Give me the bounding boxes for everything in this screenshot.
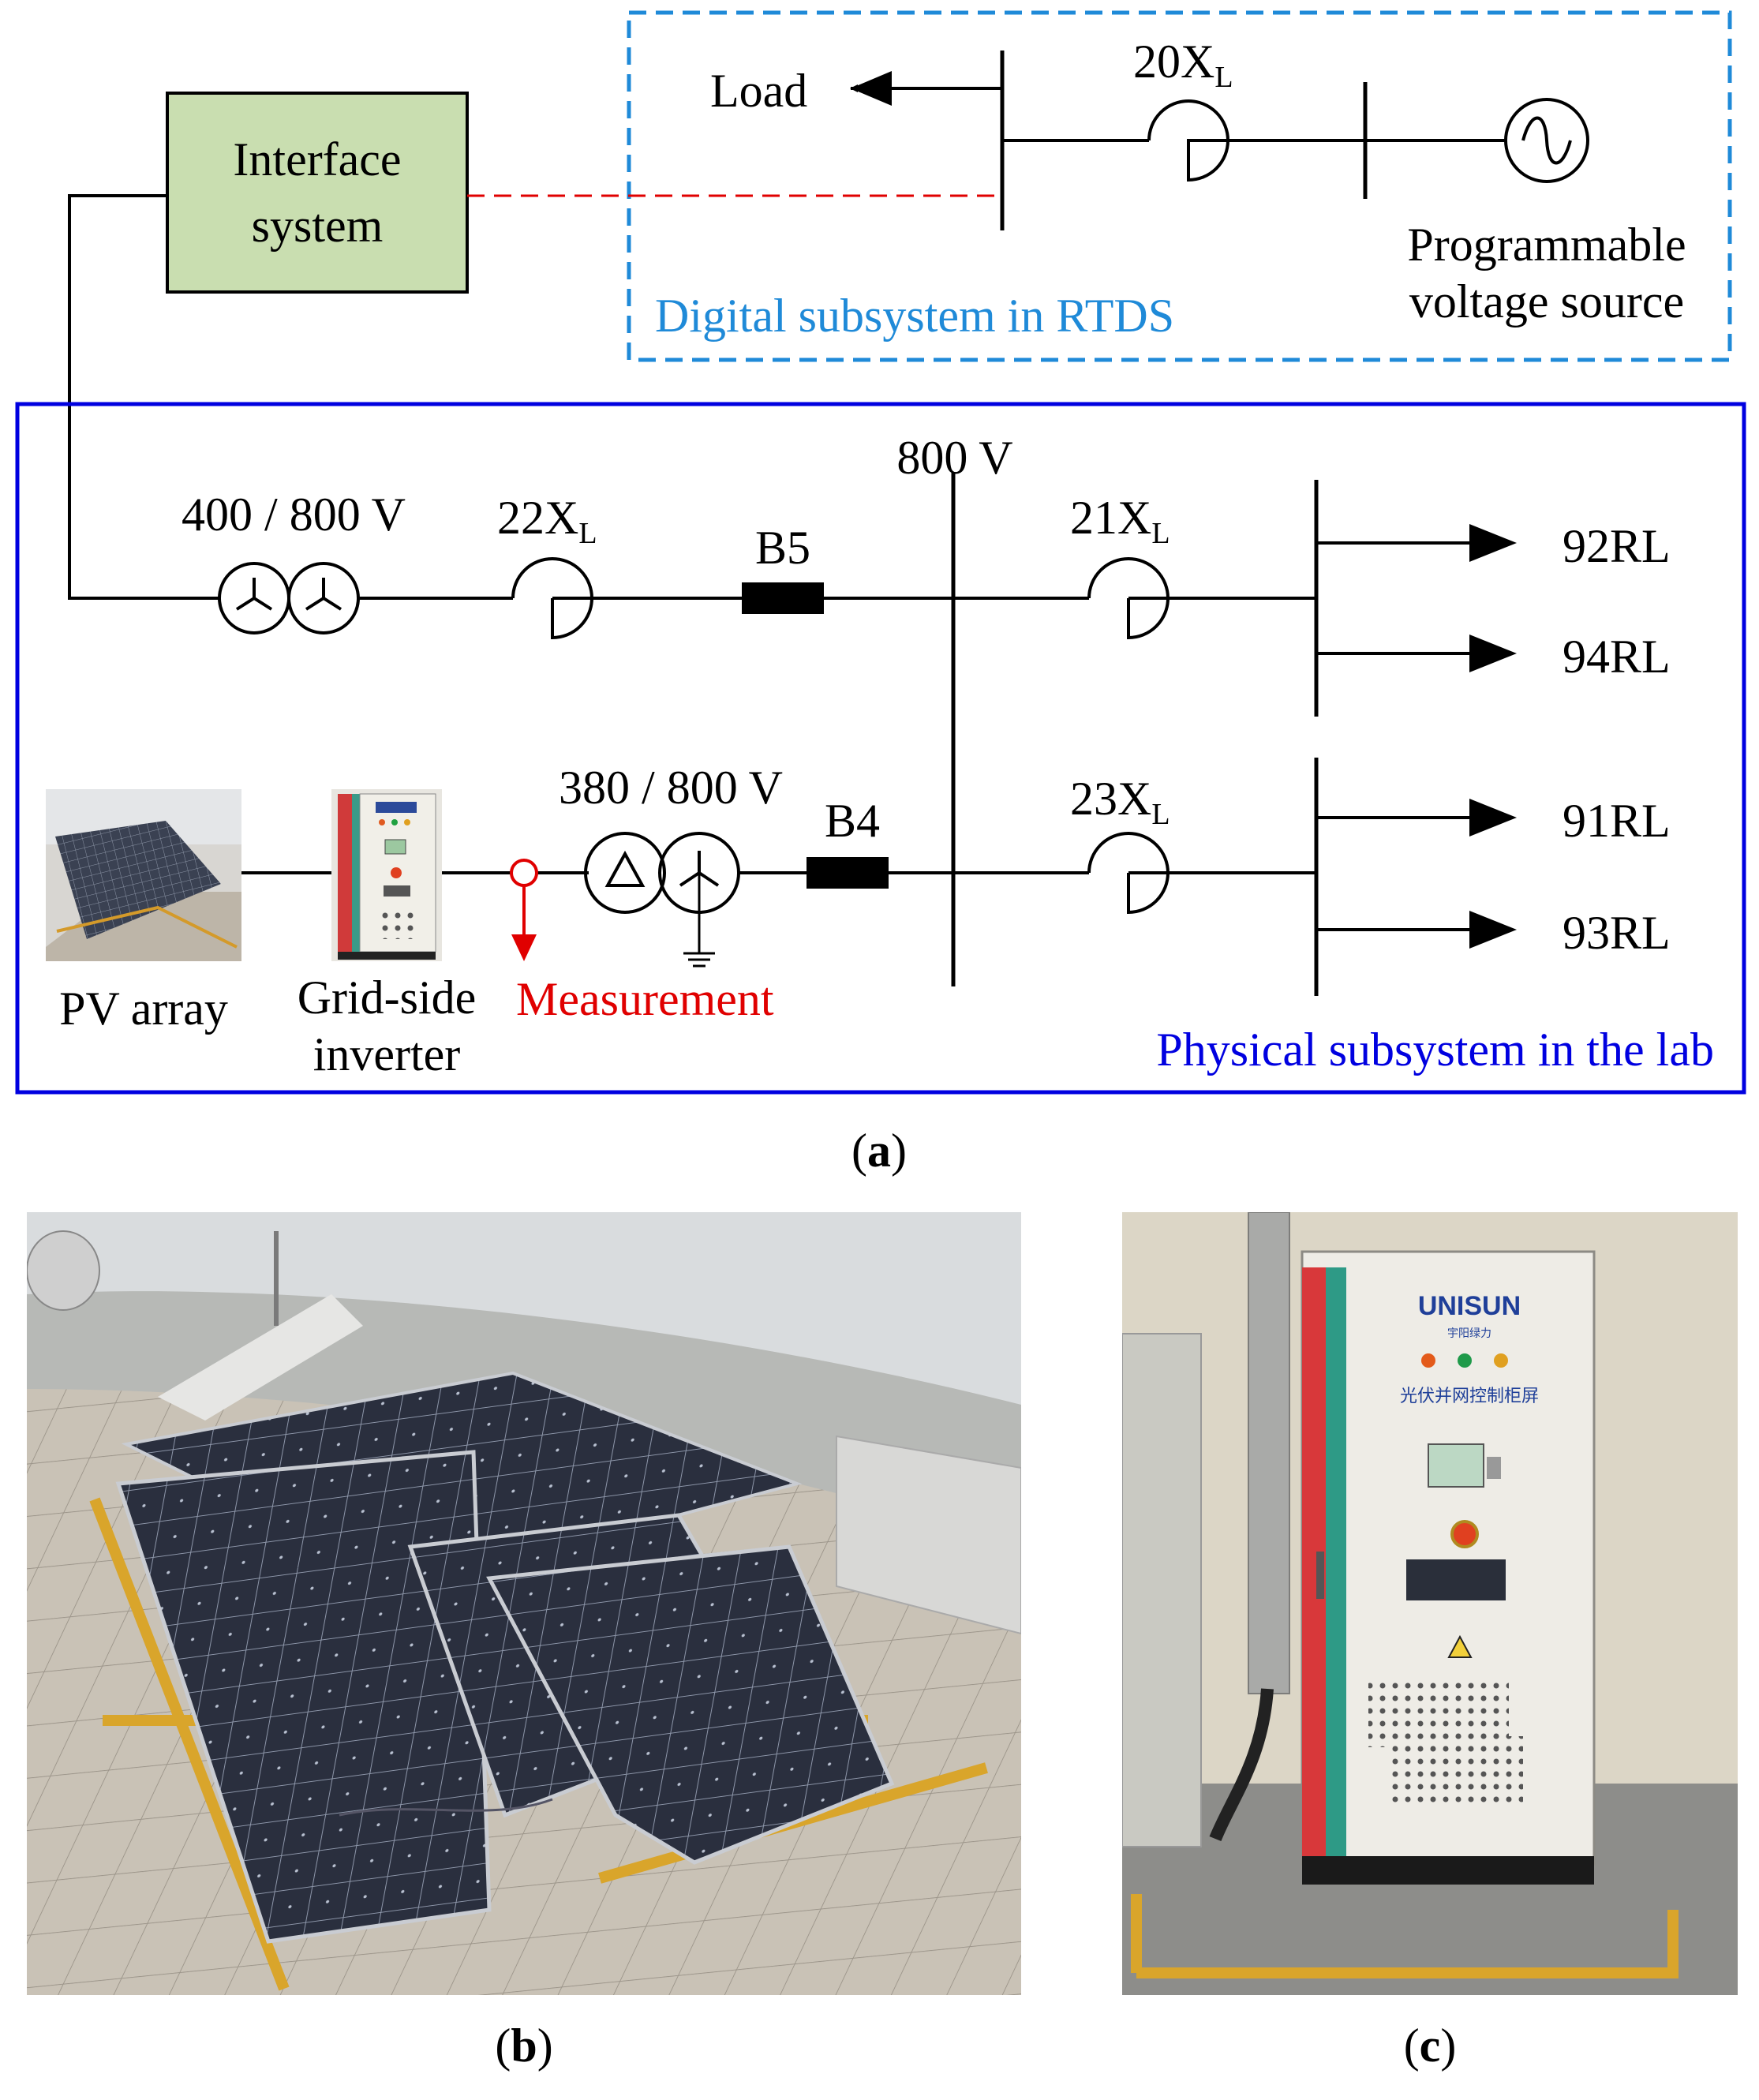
reactance-21xl	[1087, 557, 1170, 640]
solar-panel-left	[115, 1450, 492, 1944]
inverter-label-1: Grid-side	[298, 971, 477, 1024]
panel-c-cabinet-photo: UNISUN 宇阳绿力 光伏并网控制柜屏 (c)	[1122, 1212, 1738, 2072]
cabinet-handle	[1316, 1552, 1324, 1599]
bus-voltage-label: 800 V	[896, 432, 1012, 484]
load-label-94rl: 94RL	[1563, 631, 1671, 683]
transformer-bottom-label: 380 / 800 V	[559, 762, 783, 814]
caption-c: (c)	[1404, 2020, 1457, 2072]
panel-b-pv-photo: (b)	[27, 1212, 1021, 2072]
wye-icon-2	[305, 578, 342, 611]
load-arrowhead-92rl	[1469, 524, 1517, 562]
load-arrowhead-94rl	[1469, 634, 1517, 672]
measurement-probe-icon	[510, 859, 538, 887]
transformer-bottom-winding-1	[584, 832, 666, 914]
load-arrowhead-91rl	[1469, 799, 1517, 837]
display-screen	[1428, 1443, 1484, 1488]
ground-icon	[683, 952, 715, 968]
emergency-stop-button	[1450, 1520, 1479, 1548]
cabinet-base	[1302, 1856, 1594, 1885]
source-label-1: Programmable	[1407, 219, 1686, 271]
interface-system-label-2: system	[252, 200, 384, 252]
cable-duct	[1248, 1212, 1290, 1694]
reactance-22xl	[511, 557, 593, 640]
load-arrow-head	[851, 71, 892, 106]
tiled-pillar	[836, 1435, 1021, 1635]
digital-subsystem-box	[627, 10, 1732, 362]
cable	[1209, 1688, 1274, 1841]
panel-reflection	[339, 1798, 553, 1817]
vent-grille-lower	[1389, 1736, 1523, 1807]
vent-grille-upper	[1368, 1676, 1509, 1747]
caption-b: (b)	[495, 2020, 552, 2072]
interface-system-label-1: Interface	[233, 133, 401, 185]
interface-feed-line	[68, 194, 221, 600]
power-lamp-icon	[1421, 1353, 1435, 1368]
breaker-b5	[742, 582, 824, 614]
pv-array-thumbnail	[46, 789, 241, 961]
breaker-b4-label: B4	[825, 795, 880, 847]
wye-icon-3	[679, 851, 720, 887]
measurement-arrow-icon	[511, 934, 537, 961]
cabinet-brand: UNISUN	[1418, 1291, 1521, 1321]
white-panel-cover	[158, 1294, 363, 1421]
reactance-23xl-label: 23XL	[1070, 773, 1170, 831]
warning-icon	[1447, 1634, 1473, 1658]
digital-subsystem-label: Digital subsystem in RTDS	[655, 290, 1174, 342]
reactance-20xl-label: 20XL	[1133, 36, 1233, 94]
source-label-2: voltage source	[1409, 275, 1684, 328]
cabinet-brand-cn: 宇阳绿力	[1447, 1327, 1491, 1340]
switch-window	[1406, 1559, 1506, 1600]
run-lamp-icon	[1458, 1353, 1472, 1368]
sine-wave-icon	[1521, 116, 1572, 165]
display-buttons	[1487, 1457, 1501, 1479]
load-arrowhead-93rl	[1469, 911, 1517, 949]
solar-panel-front	[486, 1544, 895, 1865]
inverter-thumbnail	[331, 789, 442, 961]
pv-array-label: PV array	[59, 983, 228, 1035]
measurement-label: Measurement	[516, 973, 774, 1025]
physical-subsystem-label: Physical subsystem in the lab	[1156, 1024, 1714, 1076]
transformer-top-label: 400 / 800 V	[182, 489, 406, 541]
alarm-lamp-icon	[1494, 1353, 1508, 1368]
load-label-93rl: 93RL	[1563, 907, 1671, 959]
cabinet-title-cn: 光伏并网控制柜屏	[1400, 1387, 1539, 1406]
caption-a: (a)	[851, 1125, 907, 1177]
floor-marking-c	[1131, 1894, 1679, 1978]
panel-a-diagram: Digital subsystem in RTDS Interface syst…	[15, 10, 1746, 1177]
interface-system-box	[166, 92, 469, 294]
cabinet-green-stripe	[1326, 1267, 1346, 1864]
breaker-b4	[807, 857, 889, 889]
delta-icon	[604, 850, 646, 887]
breaker-b5-label: B5	[755, 522, 810, 574]
load-label: Load	[710, 65, 807, 117]
wye-icon-1	[235, 578, 273, 611]
adjacent-cabinet	[1122, 1333, 1202, 1847]
reactance-22xl-label: 22XL	[497, 492, 597, 550]
physical-subsystem-box	[15, 402, 1746, 1095]
load-label-91rl: 91RL	[1563, 795, 1671, 847]
load-label-92rl: 92RL	[1563, 520, 1671, 572]
reactance-20xl	[1147, 99, 1247, 182]
dome-structure	[27, 1230, 100, 1311]
reactance-21xl-label: 21XL	[1070, 492, 1170, 550]
reactance-23xl	[1087, 832, 1170, 915]
inverter-label-2: inverter	[313, 1028, 461, 1080]
